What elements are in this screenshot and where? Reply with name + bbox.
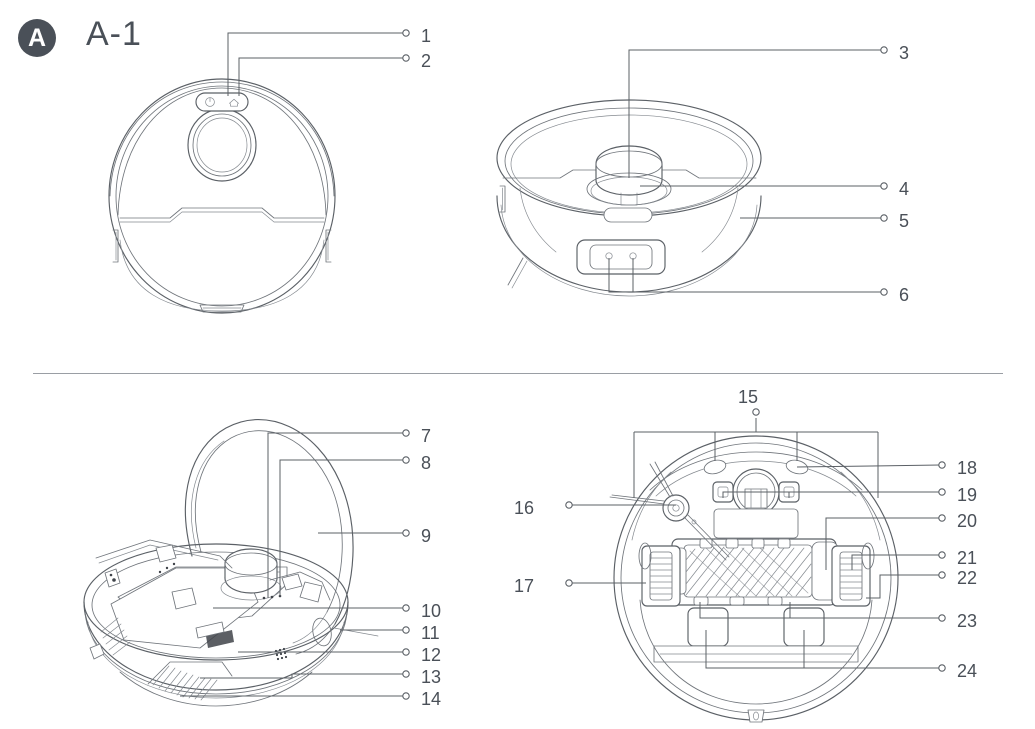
callout-number-11: 11 [421,623,440,643]
brush-clips [693,596,783,606]
callout-number-16: 16 [513,498,534,518]
brush-bristles [685,546,812,597]
power-icon [205,97,215,107]
brush-comb [699,538,791,549]
callout-number-15: 15 [737,387,759,407]
section-badge: A [18,19,56,57]
callout-number-9: 9 [421,526,432,546]
callout-number-8: 8 [421,453,432,473]
view-underside [609,435,899,723]
callout-number-12: 12 [421,645,442,665]
callout-number-17: 17 [513,576,534,596]
leaders-view-underside [565,408,946,672]
leaders-view-top [227,29,410,96]
callout-number-21: 21 [957,548,978,568]
brush-bristles-cross [689,547,809,598]
callout-number-1: 1 [421,26,432,46]
callout-number-7: 7 [421,426,432,446]
callout-number-3: 3 [899,43,910,63]
section-divider [33,373,1003,374]
view-perspective [496,99,762,297]
callout-number-23: 23 [957,611,978,631]
callout-number-2: 2 [421,51,432,71]
callout-number-19: 19 [957,485,978,505]
callout-number-22: 22 [957,568,978,588]
callout-number-20: 20 [957,511,978,531]
callout-number-14: 14 [421,689,442,709]
callout-number-5: 5 [899,211,910,231]
callout-number-10: 10 [421,601,442,621]
wheel-tread-left [649,557,673,595]
speaker-grille [274,647,288,661]
leaders-view-open [180,429,410,700]
view-top [108,78,336,314]
callout-number-24: 24 [957,661,978,681]
home-icon [229,98,239,107]
leaders-view-perspective [608,46,888,296]
callout-number-13: 13 [421,667,442,687]
grille-hatch [152,665,218,701]
vent-grille-left [100,617,131,656]
view-open [83,419,379,707]
wheel-tread-right [839,557,863,595]
callout-number-6: 6 [899,285,910,305]
callout-number-18: 18 [957,458,978,478]
page-title: A-1 [86,15,142,53]
callout-number-4: 4 [899,179,910,199]
